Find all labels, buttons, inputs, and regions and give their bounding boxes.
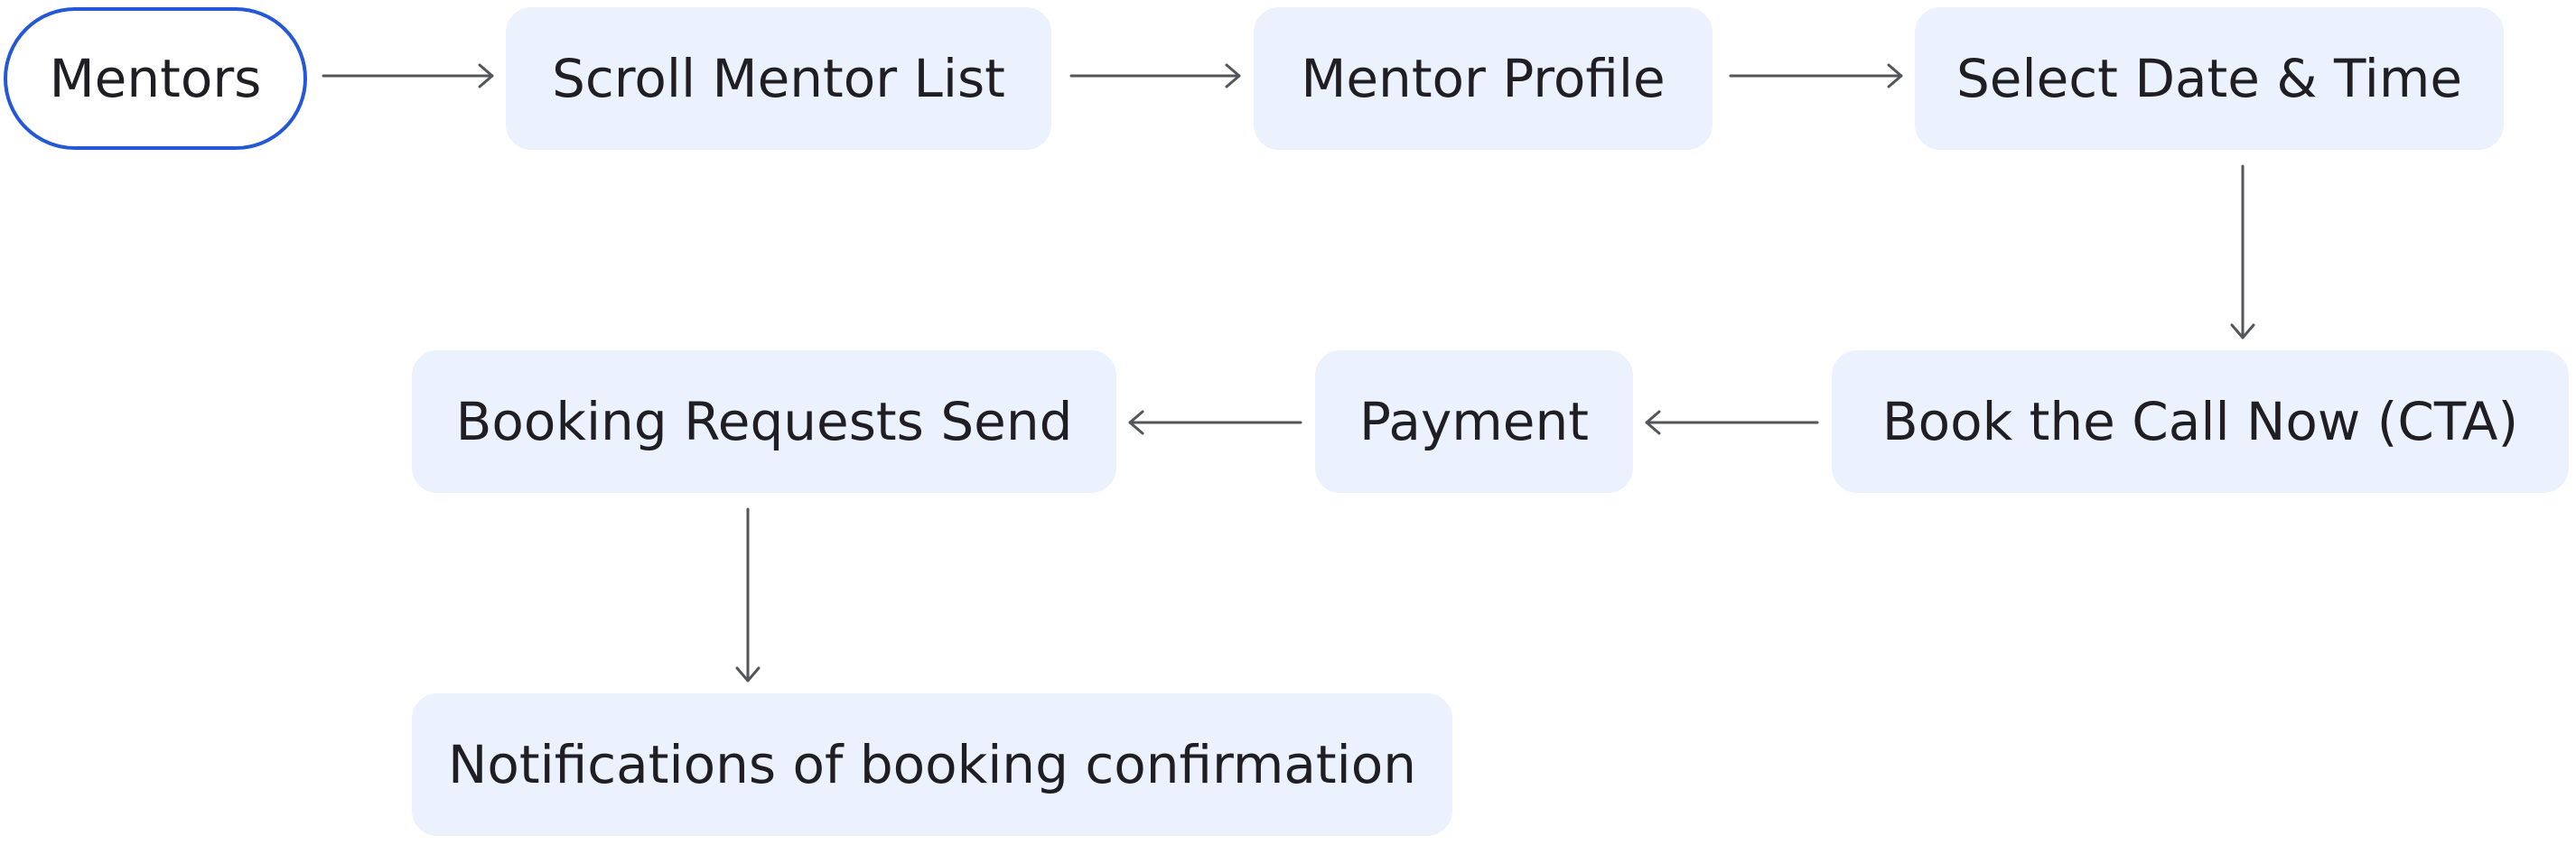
select-date-time-node[interactable]: Select Date & Time xyxy=(1915,7,2504,150)
payment-label: Payment xyxy=(1359,391,1589,452)
select-date-time-label: Select Date & Time xyxy=(1955,48,2463,109)
mentors-label: Mentors xyxy=(49,48,262,109)
mentors-start-node[interactable]: Mentors xyxy=(4,7,307,150)
payment-node[interactable]: Payment xyxy=(1315,350,1633,493)
arrow-mentors-to-scroll-list xyxy=(322,63,494,88)
booking-requests-send-node[interactable]: Booking Requests Send xyxy=(412,350,1116,493)
mentor-profile-label: Mentor Profile xyxy=(1301,48,1666,109)
book-call-now-node[interactable]: Book the Call Now (CTA) xyxy=(1832,350,2569,493)
scroll-mentor-list-node[interactable]: Scroll Mentor List xyxy=(506,7,1051,150)
scroll-mentor-list-label: Scroll Mentor List xyxy=(552,48,1005,109)
booking-requests-send-label: Booking Requests Send xyxy=(455,391,1073,452)
arrow-date-time-to-book-call xyxy=(2230,164,2255,339)
book-call-now-label: Book the Call Now (CTA) xyxy=(1881,391,2519,452)
arrow-scroll-list-to-profile xyxy=(1069,63,1241,88)
mentor-profile-node[interactable]: Mentor Profile xyxy=(1254,7,1713,150)
arrow-booking-requests-to-notifications xyxy=(735,507,761,682)
arrow-profile-to-date-time xyxy=(1729,63,1903,88)
arrow-book-call-to-payment xyxy=(1645,410,1819,435)
notifications-label: Notifications of booking confirmation xyxy=(448,734,1416,795)
arrow-payment-to-booking-requests xyxy=(1128,410,1302,435)
notifications-node[interactable]: Notifications of booking confirmation xyxy=(412,693,1452,836)
